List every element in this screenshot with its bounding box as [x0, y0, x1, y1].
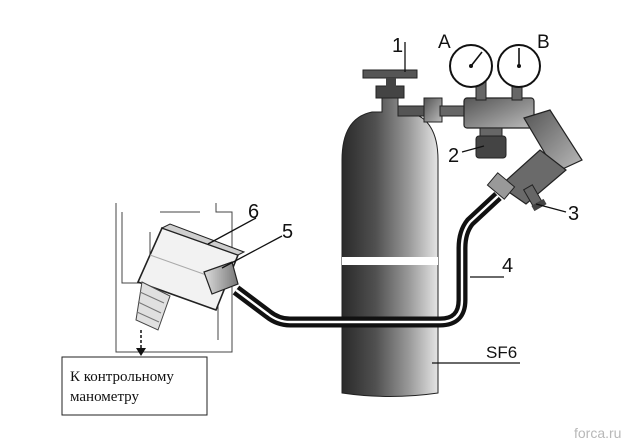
label-1: 1 [392, 35, 403, 57]
down-arrow-icon [136, 330, 146, 356]
label-3: 3 [568, 203, 579, 225]
cylinder-valve-handle [362, 69, 418, 88]
leader-lines [207, 42, 567, 364]
gas-cylinder [341, 85, 439, 397]
manometer-note-line1: К контрольному [70, 369, 174, 385]
label-5: 5 [282, 221, 293, 243]
outlet-fitting [486, 109, 583, 205]
regulator-knob [475, 127, 507, 159]
leader-line-2 [461, 145, 485, 153]
cylinder-band [342, 257, 438, 265]
filling-hose [232, 191, 502, 328]
label-sf6: SF6 [486, 343, 517, 362]
label-gauge-b: B [537, 32, 550, 53]
fitting-adapter [203, 261, 239, 295]
pressure-gauge-b [497, 44, 541, 88]
watermark: forca.ru [574, 425, 621, 441]
manometer-note-line2: манометру [70, 389, 139, 405]
label-gauge-a: A [438, 32, 451, 53]
label-6: 6 [248, 201, 259, 223]
label-4: 4 [502, 255, 513, 277]
label-2: 2 [448, 145, 459, 167]
leader-line-5 [221, 235, 283, 269]
manometer-note: К контрольному манометру [61, 356, 208, 416]
pressure-gauge-a [449, 44, 493, 88]
regulator-pipe [397, 97, 469, 123]
manometer-connector [135, 281, 171, 331]
leader-line-3 [535, 203, 567, 213]
pressure-regulator [463, 81, 535, 129]
leader-line-6 [207, 217, 257, 245]
